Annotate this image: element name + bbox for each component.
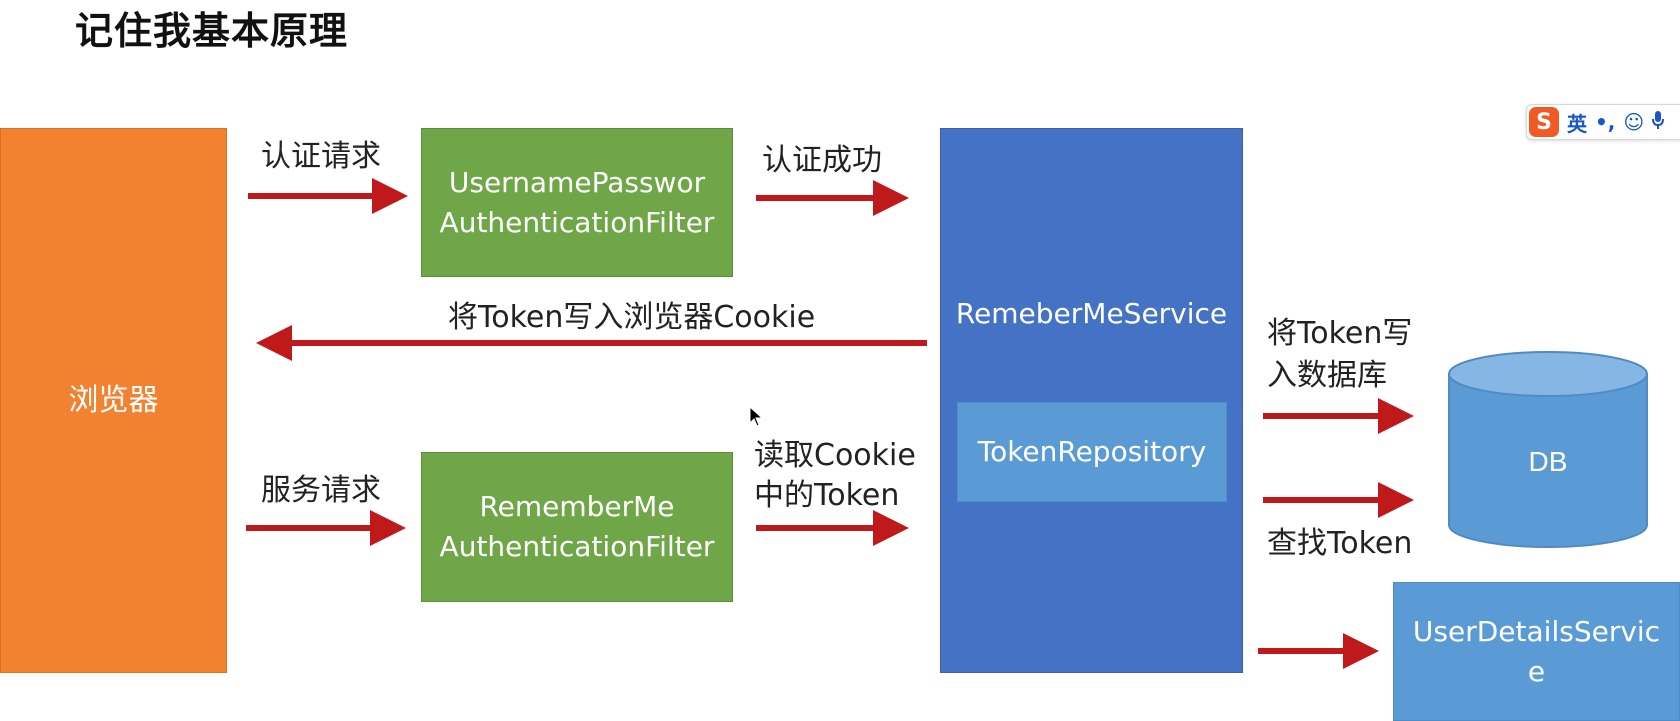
user-details-service-label: UserDetailsService (1412, 614, 1661, 688)
ime-emoji-icon[interactable]: ☺ (1623, 110, 1645, 134)
label-write-db-line1: 将Token写 (1267, 316, 1413, 351)
ime-language-toggle[interactable]: 英 (1567, 111, 1587, 136)
ime-microphone-icon[interactable] (1652, 110, 1665, 135)
token-repository-label: TokenRepository (977, 435, 1207, 468)
remember-me-service-label: RemeberMeService (955, 297, 1228, 330)
username-filter-line1: UsernamePasswor (448, 165, 706, 199)
label-find-token: 查找Token (1267, 526, 1413, 561)
label-service-request: 服务请求 (261, 473, 381, 508)
label-write-db-line2: 入数据库 (1267, 358, 1387, 393)
token-repository-box: TokenRepository (957, 402, 1227, 502)
user-details-service-box: UserDetailsService (1393, 582, 1680, 721)
ime-punctuation-toggle[interactable]: •, (1595, 110, 1616, 134)
ime-toolbar[interactable]: S 英 •, ☺ (1526, 104, 1680, 140)
username-filter-line2: AuthenticationFilter (439, 205, 715, 239)
rememberme-filter-box: RememberMe AuthenticationFilter (421, 452, 733, 602)
remember-me-service-box: RemeberMeService TokenRepository (940, 128, 1243, 673)
browser-box: 浏览器 (0, 128, 227, 673)
label-write-cookie: 将Token写入浏览器Cookie (448, 300, 816, 335)
db-label: DB (1529, 446, 1568, 477)
label-read-cookie-line1: 读取Cookie (754, 438, 916, 473)
label-auth-success: 认证成功 (762, 143, 882, 178)
rememberme-filter-line1: RememberMe (479, 490, 675, 523)
mouse-cursor-icon (749, 406, 764, 427)
label-auth-request: 认证请求 (261, 139, 381, 174)
sogou-logo-icon[interactable]: S (1529, 107, 1559, 137)
rememberme-filter-line2: AuthenticationFilter (439, 530, 715, 563)
page-title: 记住我基本原理 (75, 9, 349, 53)
db-cylinder (1448, 351, 1648, 548)
username-password-filter-box: UsernamePasswor AuthenticationFilter (421, 128, 733, 277)
label-read-cookie-line2: 中的Token (754, 478, 900, 513)
browser-label: 浏览器 (68, 382, 159, 418)
